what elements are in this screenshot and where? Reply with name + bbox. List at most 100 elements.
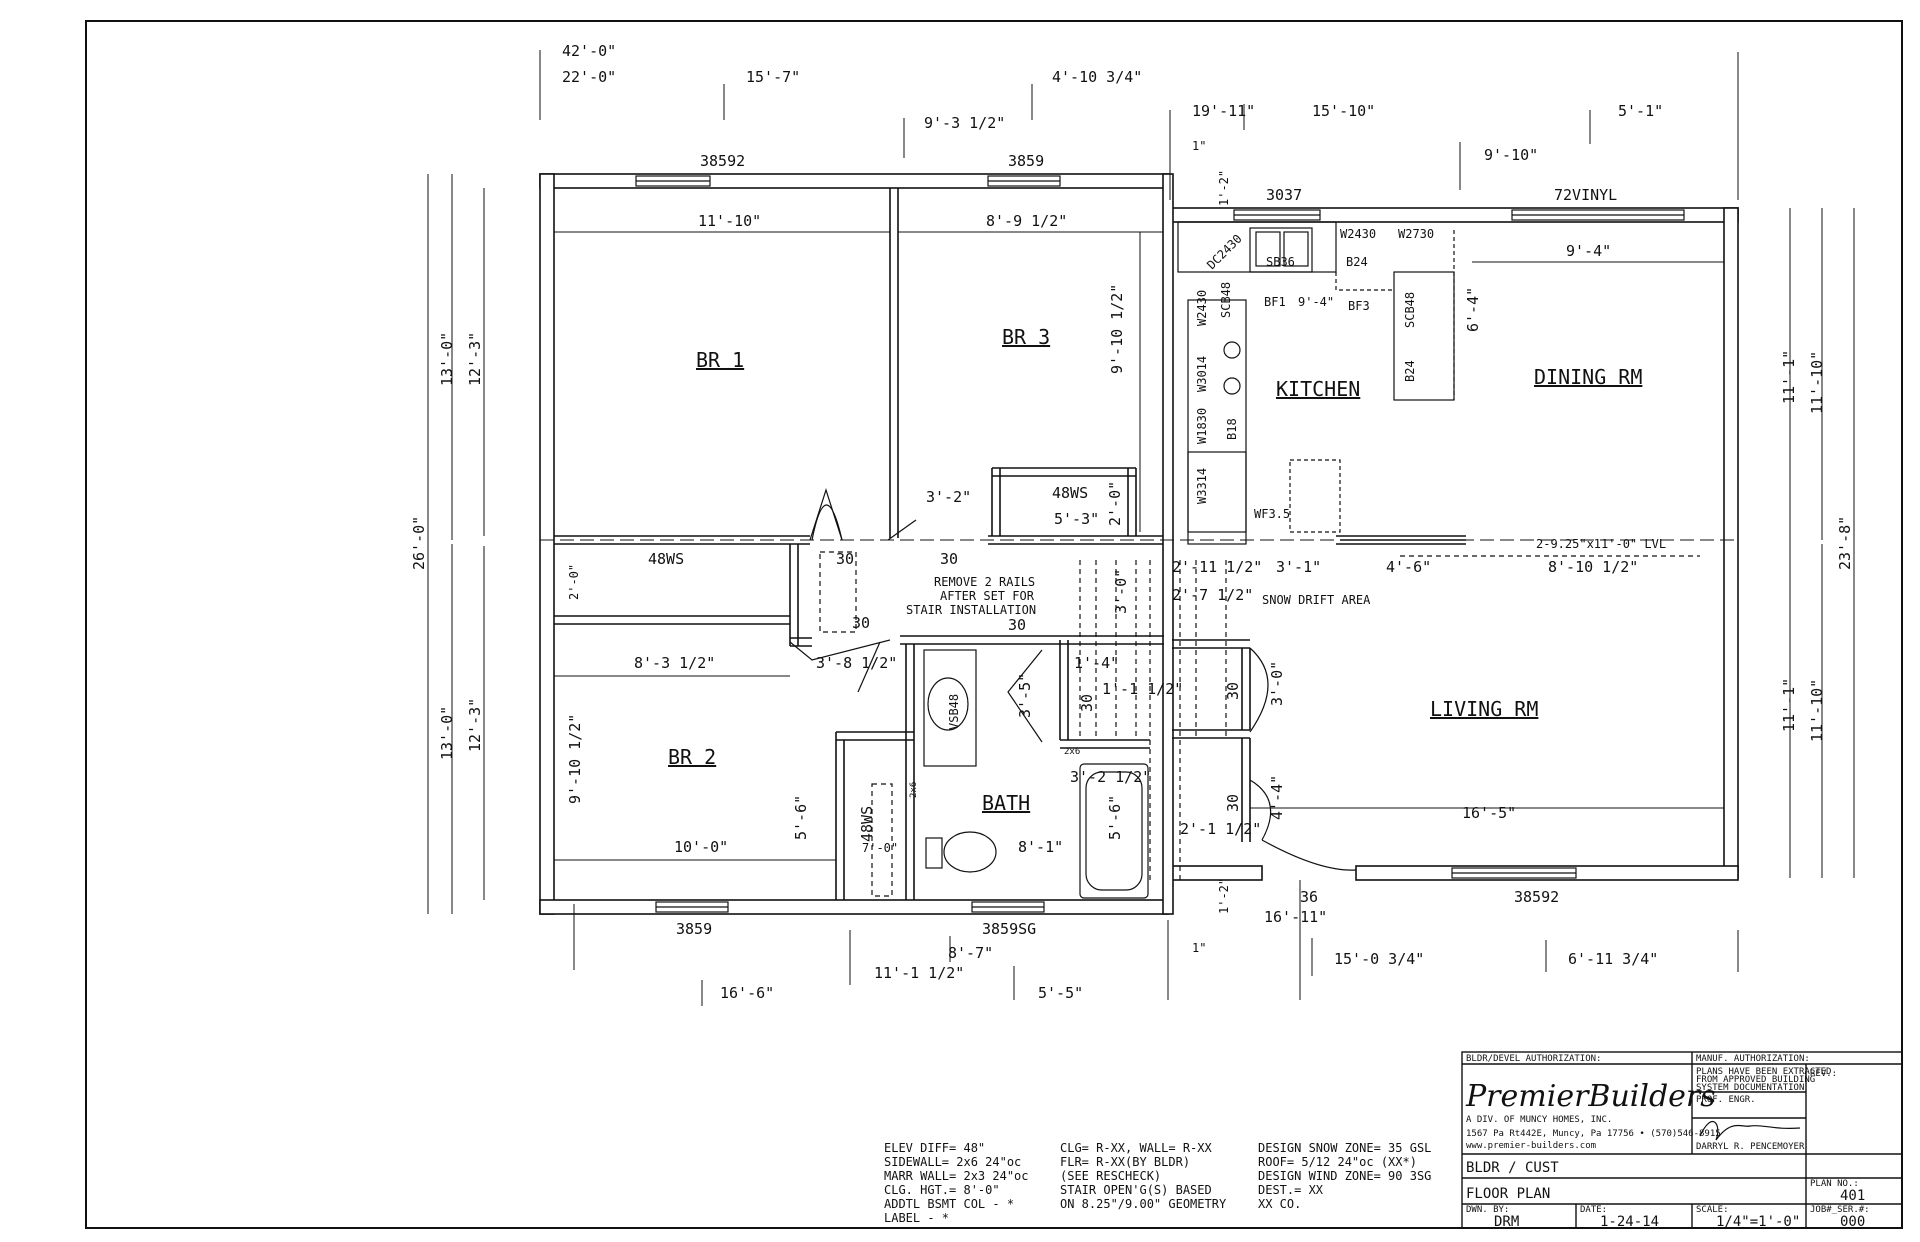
room-label-br2: BR 2 — [668, 745, 716, 769]
cabinet-label: W3314 — [1195, 468, 1209, 504]
dim-text: 9'-3 1/2" — [924, 114, 1005, 132]
door-size-label: 30 — [1224, 794, 1242, 812]
company-logo: PremierBuilders — [1465, 1079, 1716, 1114]
framing-label: 2x6 — [909, 782, 919, 798]
bottom-dimensions: 16'-11" 8'-7" 11'-1 1/2" 16'-6" 5'-5" 1"… — [720, 908, 1658, 1002]
room-label-br1: BR 1 — [696, 348, 744, 372]
right-dimensions: 11'-1" 11'-10" 23'-8" 11'-1" 11'-10" — [1780, 350, 1854, 742]
note-line: ROOF= 5/12 24"oc (XX*) — [1258, 1155, 1417, 1169]
door-size-label: 30 — [836, 550, 854, 568]
note-line: DEST.= XX — [1258, 1183, 1324, 1197]
dim-text: 1" — [1192, 139, 1206, 153]
window-label: 3859 — [1008, 152, 1044, 170]
window-label: 72VINYL — [1554, 186, 1617, 204]
dim-text: 9'-4" — [1566, 242, 1611, 260]
dim-text: 2'-0" — [1106, 481, 1124, 526]
bldr-auth-label: BLDR/DEVEL AUTHORIZATION: — [1466, 1054, 1601, 1064]
note-line: FLR= R-XX(BY BLDR) — [1060, 1155, 1190, 1169]
dim-text: 19'-11" — [1192, 102, 1255, 120]
bath-fixtures — [923, 649, 1149, 899]
cabinet-label: B18 — [1225, 418, 1239, 440]
dim-text: 11'-1" — [1780, 678, 1798, 732]
room-label-kitchen: KITCHEN — [1276, 377, 1360, 401]
dim-text: 16'-5" — [1462, 804, 1516, 822]
dim-text: 12'-3" — [466, 332, 484, 386]
dim-text: 3'-0" — [1112, 569, 1130, 614]
dim-text: 2'-7 1/2" — [1172, 586, 1253, 604]
snow-drift-label: SNOW DRIFT AREA — [1262, 593, 1371, 607]
note-line: (SEE RESCHECK) — [1060, 1169, 1161, 1183]
cabinet-label: B24 — [1403, 360, 1417, 382]
dim-text: 3'-2" — [926, 488, 971, 506]
left-dimensions: 13'-0" 12'-3" 26'-0" 13'-0" 12'-3" — [410, 332, 484, 760]
plans-note: SYSTEM DOCUMENTATION — [1696, 1083, 1804, 1093]
dim-text: 48WS — [1052, 484, 1088, 502]
dim-text: 11'-10" — [1808, 351, 1826, 414]
dim-text: 9'-10 1/2" — [1108, 284, 1126, 374]
window-label: 38592 — [700, 152, 745, 170]
window-label: 36 — [1300, 888, 1318, 906]
note-line: STAIR OPEN'G(S) BASED — [1060, 1183, 1212, 1197]
dim-text: 8'-1" — [1018, 838, 1063, 856]
plan-no-label: PLAN NO.: — [1810, 1179, 1859, 1189]
note-line: ON 8.25"/9.00" GEOMETRY — [1060, 1197, 1227, 1211]
drawing-title: FLOOR PLAN — [1466, 1186, 1550, 1202]
window-label: 3859SG — [982, 920, 1036, 938]
date-value: 1-24-14 — [1600, 1214, 1659, 1230]
dim-text: 5'-1" — [1618, 102, 1663, 120]
door-size-label: 30 — [940, 550, 958, 568]
note-line: DESIGN WIND ZONE= 90 3SG — [1258, 1169, 1431, 1183]
general-notes: ELEV DIFF= 48" SIDEWALL= 2x6 24"oc MARR … — [884, 1141, 1431, 1225]
misc-labels: 2-9.25"x11'-0" LVL SNOW DRIFT AREA REMOV… — [648, 537, 1666, 842]
room-labels: BR 1 BR 3 KITCHEN DINING RM LIVING RM BR… — [668, 325, 1642, 815]
dwn-by-label: DWN. BY: — [1466, 1205, 1509, 1215]
dim-text: 4'-6" — [1386, 558, 1431, 576]
cabinet-label: W1830 — [1195, 408, 1209, 444]
dimension-lines — [427, 174, 1855, 1000]
dim-text: 1'-2" — [1217, 170, 1231, 206]
dim-text: 2'-1 1/2" — [1180, 820, 1261, 838]
remove-rails-note: REMOVE 2 RAILS — [934, 575, 1035, 589]
dim-text: 15'-10" — [1312, 102, 1375, 120]
dim-text: 11'-10" — [1808, 679, 1826, 742]
dim-text: 3'-5" — [1016, 673, 1034, 718]
dim-text: 6'-11 3/4" — [1568, 950, 1658, 968]
dim-text: 9'-10" — [1484, 146, 1538, 164]
cabinet-label: BF3 — [1348, 299, 1370, 313]
dimension-ticks — [539, 50, 1739, 1006]
dim-text: 4'-4" — [1268, 775, 1286, 820]
window-labels: 38592 3859 3037 72VINYL 3859 3859SG 3859… — [676, 152, 1617, 938]
room-label-br3: BR 3 — [1002, 325, 1050, 349]
dim-text: 5'-3" — [1054, 510, 1099, 528]
job-value: 000 — [1840, 1214, 1865, 1230]
dim-text: 5'-6" — [792, 795, 810, 840]
framing-label: 2x6 — [1064, 747, 1080, 757]
door-size-label: 30 — [852, 614, 870, 632]
engineer-signature — [1699, 1121, 1801, 1141]
plan-no: 401 — [1840, 1188, 1865, 1204]
rev-label: REV.: — [1810, 1069, 1837, 1079]
title-block — [1461, 1051, 1903, 1229]
dim-text: 2'-11 1/2" — [1172, 558, 1262, 576]
dim-text: 22'-0" — [562, 68, 616, 86]
window-label: 3037 — [1266, 186, 1302, 204]
dim-text: 12'-3" — [466, 698, 484, 752]
door-swings — [789, 488, 1357, 871]
title-block-text: BLDR/DEVEL AUTHORIZATION: MANUF. AUTHORI… — [1465, 1054, 1870, 1230]
note-line: SIDEWALL= 2x6 24"oc — [884, 1155, 1021, 1169]
remove-rails-note: AFTER SET FOR — [940, 589, 1035, 603]
dim-text: 3'-2 1/2" — [1070, 768, 1151, 786]
bldr-cust: BLDR / CUST — [1466, 1160, 1559, 1176]
window-label: 3859 — [676, 920, 712, 938]
dim-text: 15'-7" — [746, 68, 800, 86]
room-label-dining: DINING RM — [1534, 365, 1642, 389]
dwn-by: DRM — [1494, 1214, 1519, 1230]
dim-text: 16'-6" — [720, 984, 774, 1002]
dim-text: 2'-0" — [567, 564, 581, 600]
dim-text: 13'-0" — [438, 706, 456, 760]
interior-dimensions: 11'-10" 8'-9 1/2" 9'-10 1/2" 3'-2" 48WS … — [566, 170, 1638, 914]
dim-text: 5'-6" — [1106, 795, 1124, 840]
cabinet-label: DC2430 — [1204, 232, 1245, 273]
top-dimensions: 42'-0" 22'-0" 15'-7" 4'-10 3/4" 9'-3 1/2… — [562, 42, 1663, 164]
dim-text: 23'-8" — [1836, 516, 1854, 570]
